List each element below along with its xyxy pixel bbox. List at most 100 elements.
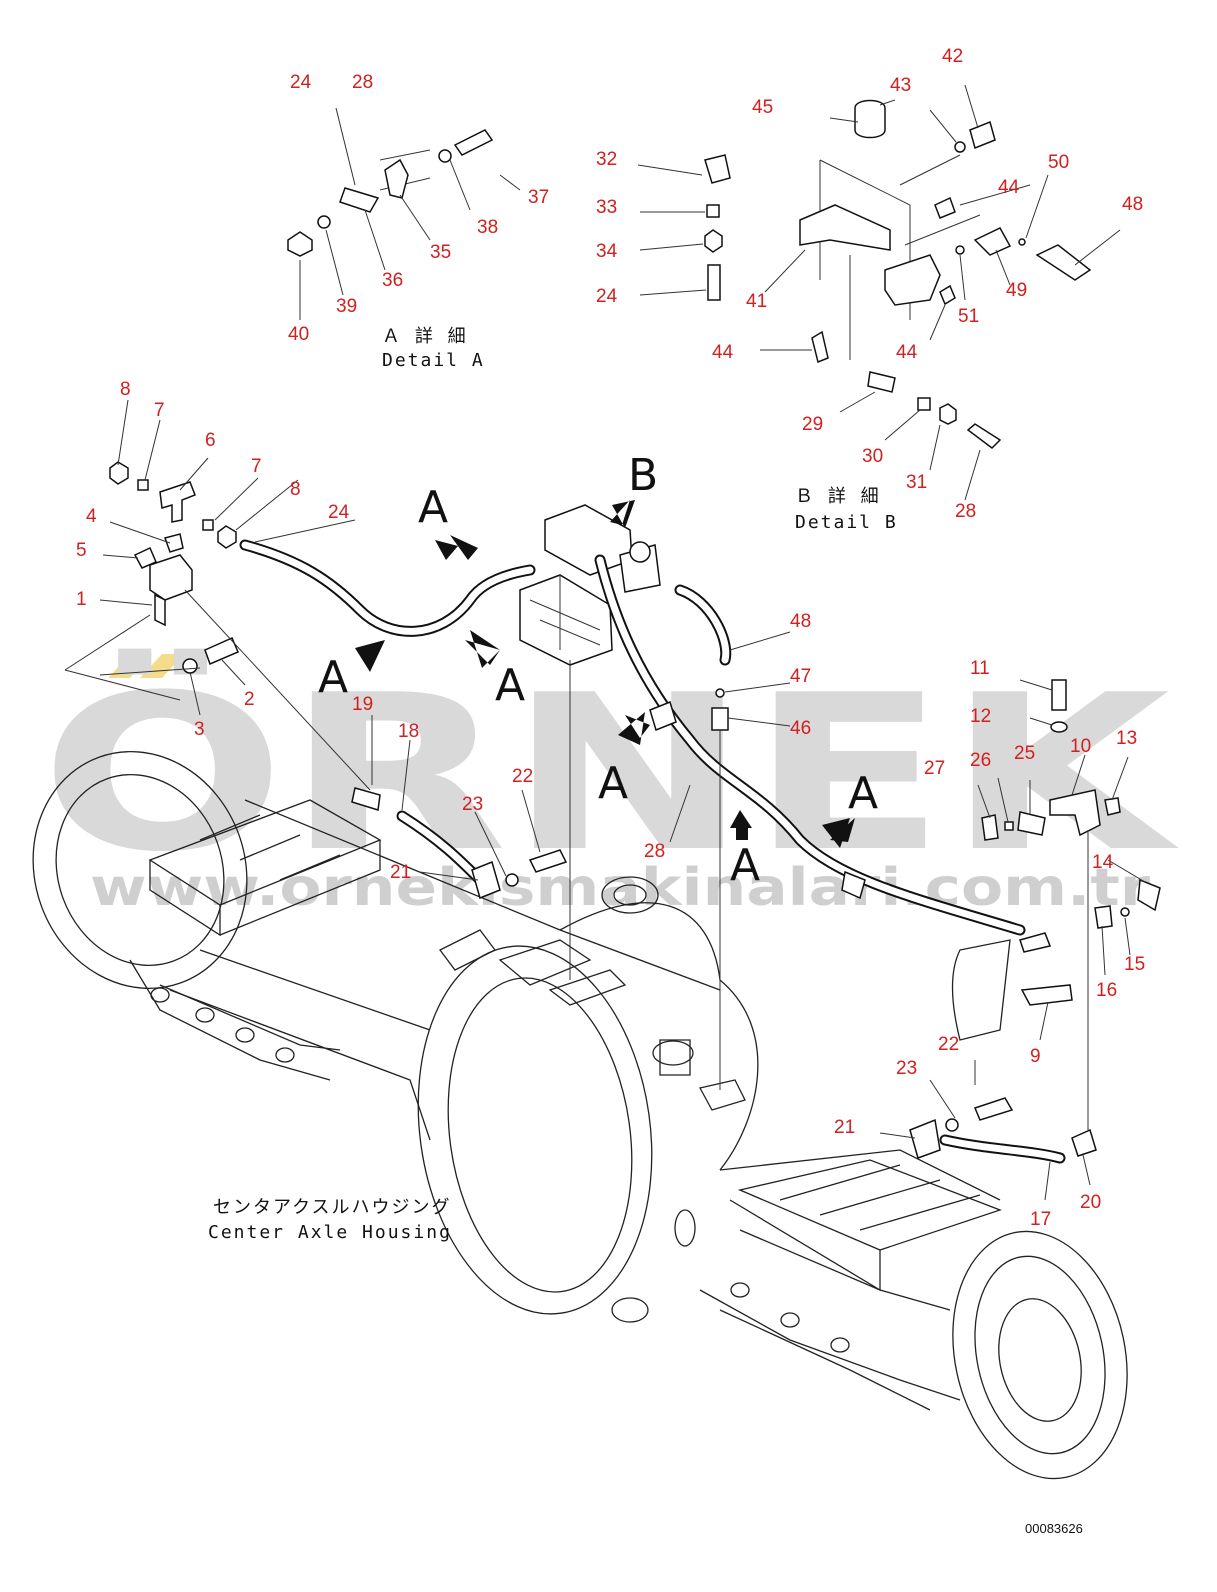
callout-16: 16 (1096, 980, 1117, 1001)
detail-b-fitting-44c (939, 284, 956, 306)
detail-b-title-en: Detail B (795, 512, 898, 533)
callout-49: 49 (1006, 280, 1027, 301)
watermark-logo-mark (108, 654, 152, 678)
oring-26 (1004, 821, 1014, 831)
plug-27 (981, 814, 999, 841)
callout-44: 44 (896, 342, 918, 363)
callout-4: 4 (86, 506, 97, 527)
detail-b-manifold-block (884, 254, 941, 306)
callout-48: 48 (790, 611, 811, 632)
cap-13 (1104, 797, 1121, 816)
detail-b-fitting-29 (867, 371, 896, 393)
callout-34: 34 (596, 241, 618, 262)
sleeve-7 (137, 479, 149, 491)
callout-21: 21 (834, 1117, 855, 1138)
sensor-cap (629, 541, 651, 563)
main-assembly (64, 399, 1161, 1201)
callout-41: 41 (746, 291, 767, 312)
callout-9: 9 (1030, 1046, 1041, 1067)
detail-a-washer (438, 149, 452, 163)
watermark-url: www.ornekismakinalari.com.tr (90, 858, 1150, 918)
switch-46 (711, 707, 729, 731)
callout-2: 2 (244, 689, 255, 710)
washer-23b (945, 1118, 959, 1132)
callout-44: 44 (998, 177, 1020, 198)
detail-b-plug-42 (969, 120, 996, 150)
clamp-1 (149, 554, 193, 601)
callout-28: 28 (955, 501, 976, 522)
tee-6 (159, 481, 196, 523)
view-markers: A A A B A A A (318, 450, 878, 891)
callout-14: 14 (1092, 852, 1114, 873)
callout-33: 33 (596, 197, 617, 218)
fitting-19 (351, 787, 381, 811)
fitting-5 (133, 546, 157, 569)
detail-b-fitting-33 (706, 204, 720, 218)
housing-label-en: Center Axle Housing (208, 1222, 452, 1243)
view-arrow-b (610, 500, 635, 528)
view-label-a: A (848, 768, 878, 819)
callouts: 24 28 37 38 35 36 39 40 42 43 45 32 33 3… (76, 46, 1145, 1230)
view-arrow-a-4 (618, 712, 650, 745)
callout-29: 29 (802, 414, 823, 435)
detail-b-tube-24 (707, 264, 721, 301)
detail-b-elbow-49 (973, 227, 1012, 256)
detail-b-elbow-32 (704, 154, 731, 184)
detail-b: Ｂ 詳 細 Detail B (637, 84, 1121, 533)
callout-47: 47 (790, 666, 811, 687)
watermark-brand: ÖRNEK (40, 648, 1180, 899)
view-arrow-a-5 (730, 810, 752, 840)
fitting-25 (1017, 811, 1046, 836)
callout-7: 7 (154, 400, 165, 421)
view-label-b: B (628, 450, 658, 501)
bolt-22b (973, 1097, 1014, 1121)
callout-35: 35 (430, 242, 451, 263)
clip-28 (649, 700, 677, 732)
callout-15: 15 (1124, 954, 1145, 975)
view-label-a: A (418, 482, 448, 533)
callout-50: 50 (1048, 152, 1069, 173)
view-arrow-a-2 (355, 640, 385, 672)
view-label-a: A (730, 840, 760, 891)
clamp-1-foot (154, 593, 166, 627)
detail-b-hose-48 (1035, 244, 1092, 281)
washer-23 (505, 873, 519, 887)
drawing-number: 00083626 (1025, 1521, 1083, 1536)
callout-3: 3 (194, 719, 205, 740)
detail-a-clip (384, 158, 409, 199)
callout-40: 40 (288, 324, 309, 345)
center-axle-housing-drawing (32, 751, 1128, 1480)
detail-b-sensor-45 (854, 99, 886, 139)
fitting-28-end (841, 870, 866, 900)
detail-b-tube-28 (966, 423, 1002, 449)
fitting-16 (1094, 905, 1113, 929)
callout-17: 17 (1030, 1209, 1051, 1230)
detail-b-nut-31 (939, 403, 957, 425)
bolt-9 (1019, 932, 1052, 953)
detail-a-pipe-segment (339, 187, 380, 213)
watermark-logo-mark (140, 654, 184, 678)
washer-3 (182, 658, 198, 674)
manifold-block (544, 504, 633, 576)
callout-38: 38 (477, 217, 498, 238)
callout-13: 13 (1116, 728, 1137, 749)
callout-39: 39 (336, 296, 357, 317)
callout-23: 23 (462, 794, 483, 815)
view-arrow-a-6 (822, 818, 855, 848)
callout-45: 45 (752, 97, 773, 118)
view-label-a: A (318, 652, 348, 703)
oring-47 (715, 688, 725, 698)
callout-25: 25 (1014, 743, 1035, 764)
detail-b-fitting-44 (934, 196, 956, 219)
washer-12 (1050, 721, 1068, 733)
detail-b-oring-43 (954, 141, 966, 153)
callout-23: 23 (896, 1058, 917, 1079)
detail-a-title-jp: Ａ 詳 細 (382, 326, 468, 347)
view-arrow-a-3 (465, 630, 500, 668)
bolt-22 (528, 849, 568, 873)
callout-8: 8 (120, 379, 131, 400)
callout-26: 26 (970, 750, 991, 771)
callout-24: 24 (596, 286, 618, 307)
